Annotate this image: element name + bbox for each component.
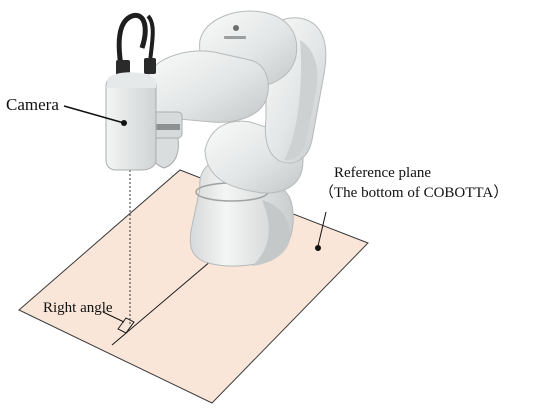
reference-plane-leader-dot xyxy=(315,245,321,251)
projection-line xyxy=(111,254,219,346)
upper-arm-shadow xyxy=(284,40,318,161)
right-angle-leader xyxy=(102,311,125,323)
flange-ring xyxy=(150,124,180,130)
shoulder-logo xyxy=(233,25,239,31)
camera-body xyxy=(105,75,157,171)
reference-plane xyxy=(18,169,369,404)
camera-connector-right xyxy=(144,58,156,74)
camera-cable-left xyxy=(116,13,148,73)
reference-plane-note: （The bottom of COBOTTA） xyxy=(319,185,509,201)
reference-plane-leader xyxy=(317,211,327,247)
camera-top xyxy=(106,72,156,88)
camera-label: Camera xyxy=(6,95,59,114)
reference-plane-label: Reference plane xyxy=(334,165,432,181)
camera-leader-dot xyxy=(121,120,127,126)
base-shadow xyxy=(252,200,291,266)
camera-cable-right xyxy=(146,14,155,63)
camera-leader xyxy=(63,105,125,124)
right-angle-label: Right angle xyxy=(43,300,113,316)
shoulder-mark xyxy=(224,36,246,39)
